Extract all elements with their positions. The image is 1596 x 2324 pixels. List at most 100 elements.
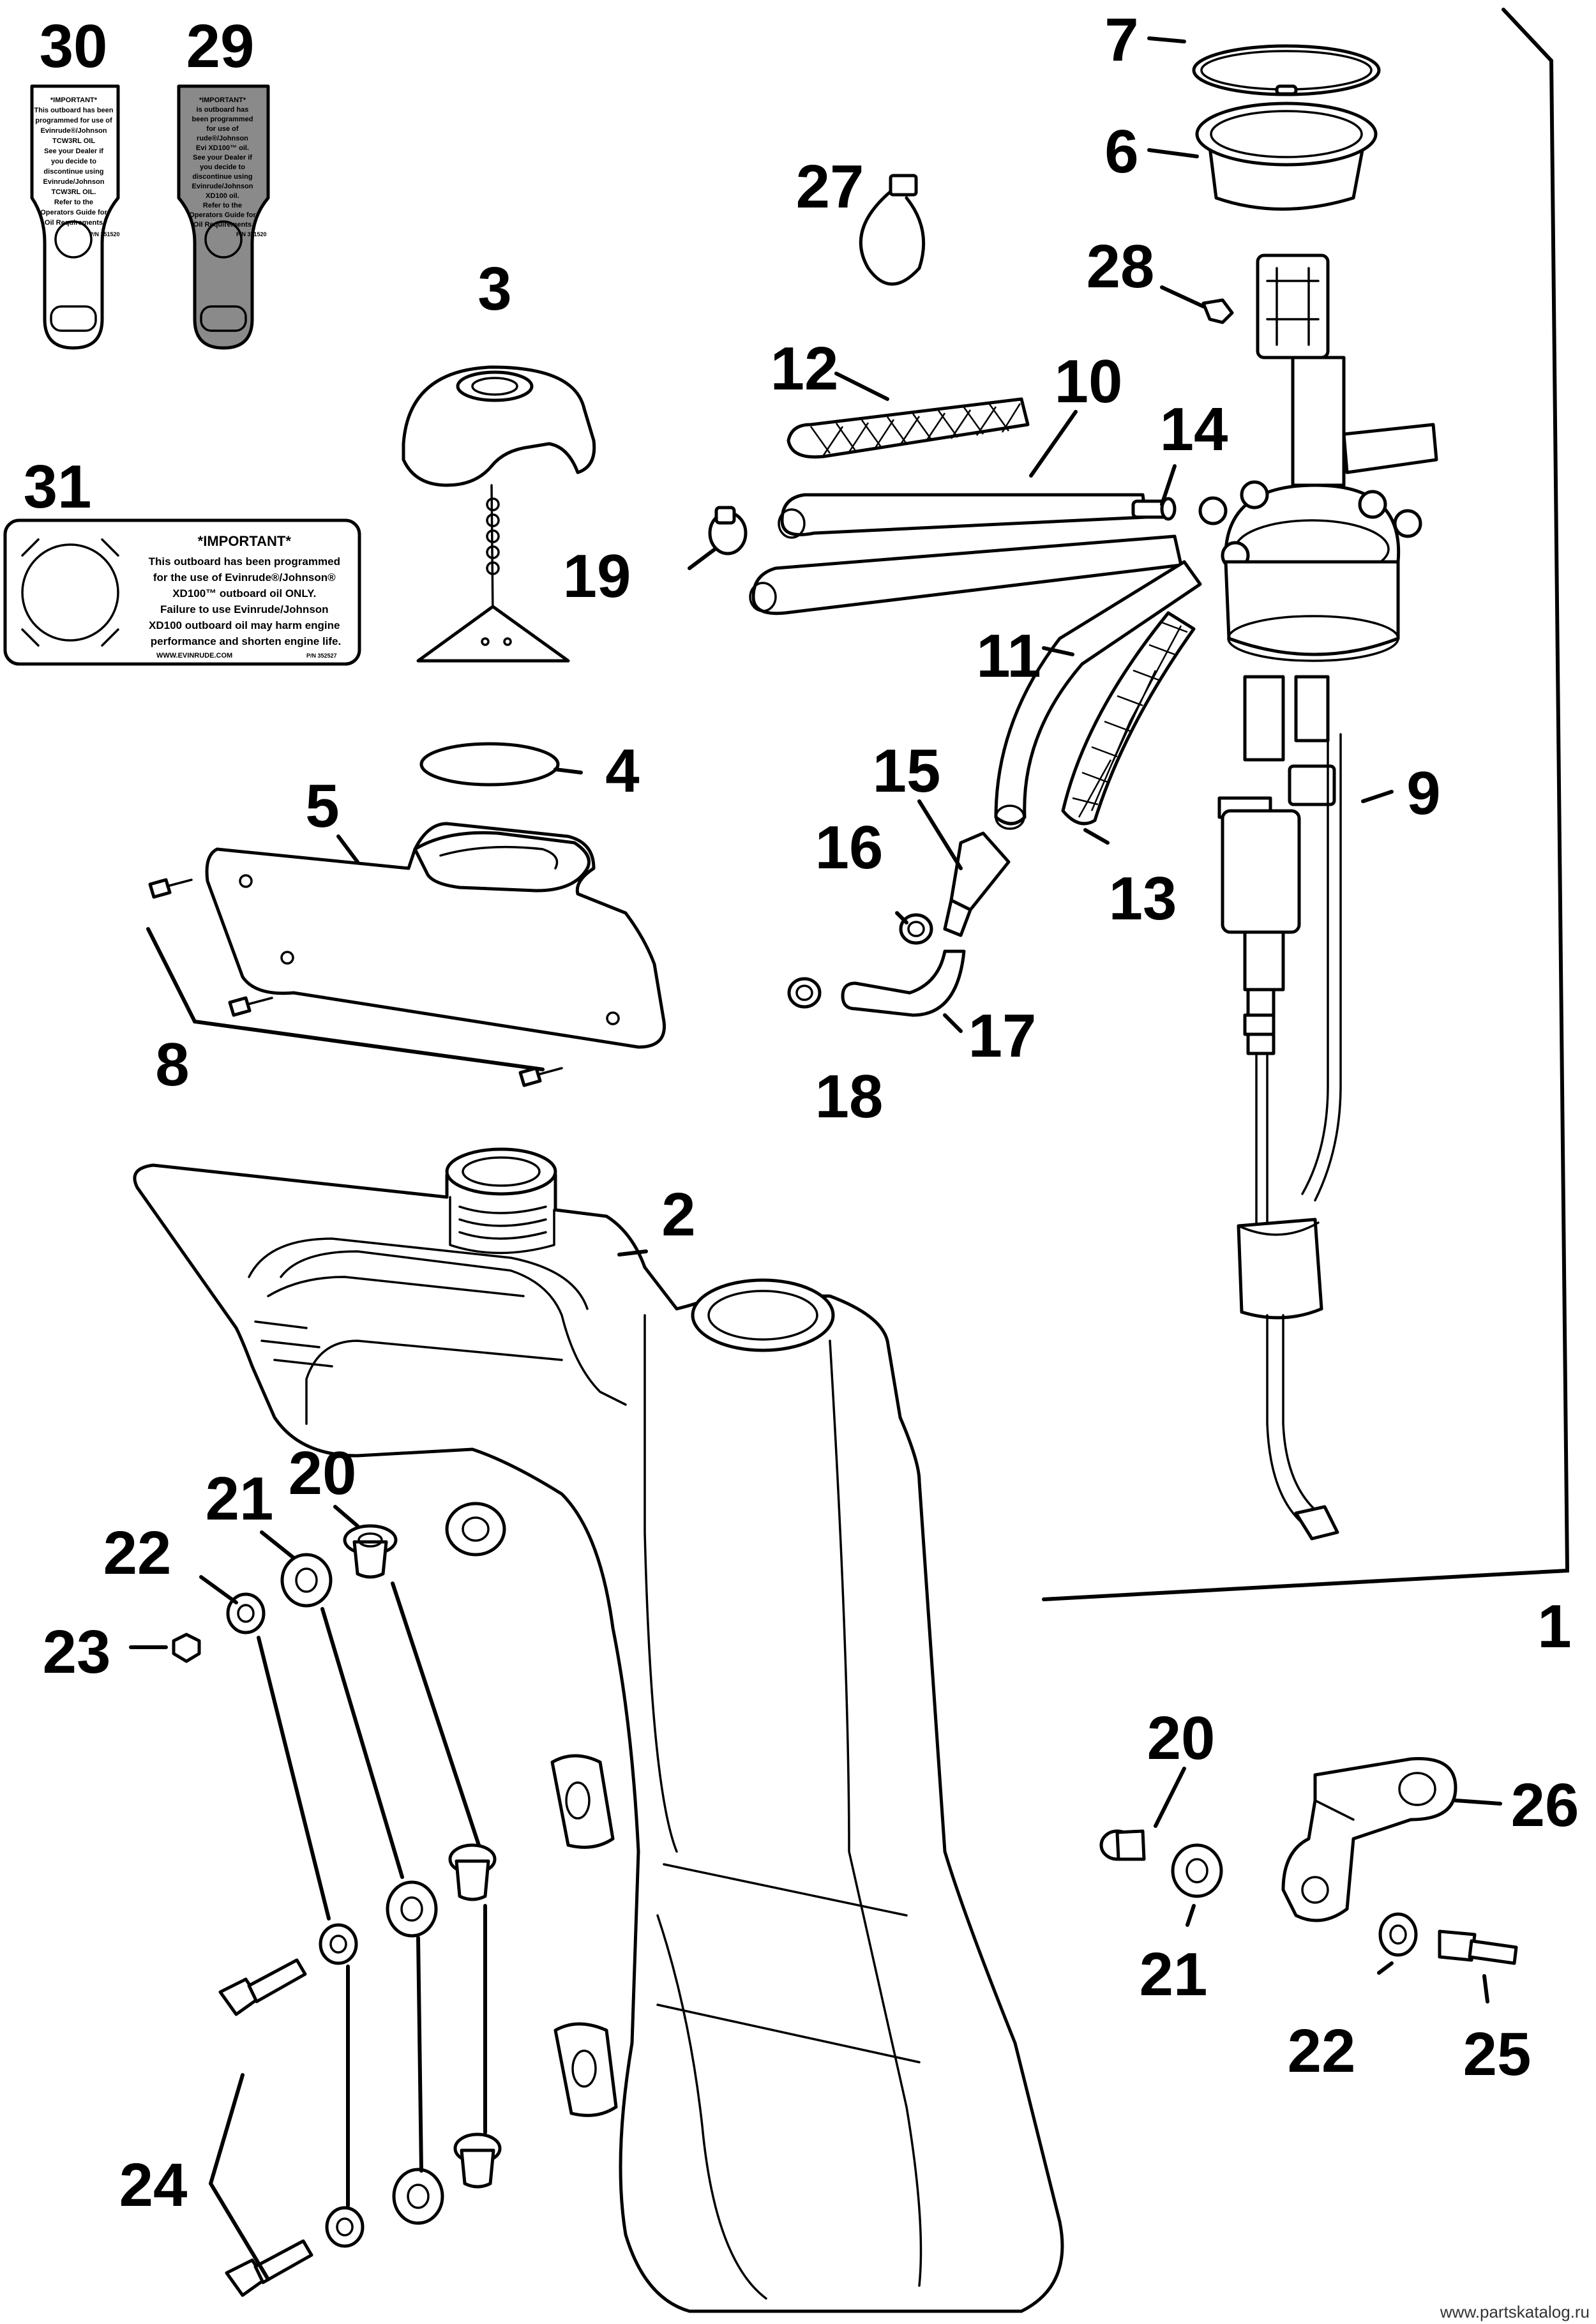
decal30-line8: discontinue using [43,168,103,176]
decal30-line3: programmed for use of [35,117,112,124]
oil-pump-assembly [1198,253,1438,1541]
decal29-line5: rude®/Johnson [197,135,248,142]
washer-right [1378,1912,1418,1957]
decal30-line4: Evinrude®/Johnson [40,127,107,135]
svg-text:*IMPORTANT* This outboar: *IMPORTANT* This outboard has been progr… [34,96,115,227]
svg-text:*IMPORTANT* This outboar: *IMPORTANT* This outboard has been progr… [149,533,343,647]
watermark: www.partskatalog.ru [1440,2302,1590,2321]
washer-left-low [325,2206,365,2248]
callout-23: 23 [43,1618,111,1686]
decal29-line4: for use of [206,125,238,133]
screw-2 [228,996,273,1017]
callout-22-left: 22 [103,1519,172,1587]
bolt-left-upper [218,1958,307,2016]
decal30-line2: This outboard has been [34,107,113,114]
bolt-right [1438,1929,1518,1965]
pump-cup [1195,102,1378,211]
callout-25: 25 [1463,2020,1532,2088]
assembly-1-bracket [1042,8,1570,1601]
svg-text:*IMPORTANT* is outboard: *IMPORTANT* is outboard has been program… [189,96,258,229]
grommet-sleeve-left-low [453,2132,502,2189]
screw-3 [518,1066,563,1087]
mesh-sleeve-upper [787,397,1030,459]
decal29-line11: XD100 oil. [206,192,239,200]
decal29-line6: Evi XD100™ oil. [196,144,249,152]
callout-29: 29 [186,12,255,80]
callout-17: 17 [968,1002,1037,1070]
cable-strap [859,174,926,286]
hose-connector [943,831,1011,937]
decal29-line3: been programmed [192,116,253,123]
callout-16: 16 [815,813,884,882]
callout-7: 7 [1104,6,1138,74]
o-ring [419,742,560,787]
screws-leader [146,927,545,1071]
decal30-line12: Operators Guide for [40,209,107,216]
decal31-line4: XD100™ outboard oil ONLY. [172,587,316,600]
grommet-sleeve-left-top [343,1524,398,1579]
callout-28: 28 [1087,232,1155,301]
callout-leaders [129,36,1502,2281]
plug [1131,497,1177,521]
decal29-line10: Evinrude/Johnson [192,183,253,190]
decal29-line9: discontinue using [192,173,252,181]
mesh-sleeve-lower [1061,611,1196,826]
decal31-line1: *IMPORTANT* [198,533,292,549]
callout-3: 3 [478,255,511,323]
callout-9: 9 [1406,759,1440,827]
callout-5: 5 [305,772,339,840]
callout-21-right: 21 [1140,1940,1208,2009]
grommet-right [1171,1843,1223,1898]
callout-1: 1 [1537,1592,1571,1661]
callout-6: 6 [1104,117,1138,186]
callout-20-right: 20 [1147,1704,1216,1772]
screw-1 [148,878,193,899]
callout-20-left: 20 [289,1439,357,1507]
callout-24: 24 [119,2151,188,2219]
callout-12: 12 [771,335,839,403]
decal30-line5: TCW3RL OIL [52,137,95,145]
callout-15: 15 [873,737,941,805]
decal31-part-number: P/N 352527 [306,653,337,659]
grommet-left-low [392,2168,444,2225]
decal30-line1: *IMPORTANT* [50,96,98,104]
decal30-line9: Evinrude/Johnson [43,178,104,186]
hose-pair [749,493,1183,615]
hose-clamp-16 [899,913,933,945]
decal31-line6: XD100 outboard oil may harm engine [149,619,340,631]
decal30-line7: you decide to [51,158,96,165]
screws [146,878,563,1087]
callout-26: 26 [1511,1771,1579,1839]
decal-29: *IMPORTANT* is outboard has been program… [177,84,270,350]
callout-31: 31 [24,453,92,521]
grommet-sleeve-left-mid [448,1843,497,1901]
hose-11 [994,560,1202,830]
wire-clip [1201,298,1234,324]
decal29-part-number: P/N 351520 [236,231,267,238]
callout-11: 11 [976,622,1041,690]
decal30-line11: Refer to the [54,199,93,206]
elbow-hose [841,949,966,1017]
callout-10: 10 [1055,347,1123,416]
callout-8: 8 [155,1030,189,1099]
callout-18: 18 [815,1062,884,1131]
cover-plate [205,822,666,1049]
callout-21-left: 21 [206,1465,274,1533]
grommet-left-top [280,1553,333,1608]
callout-19: 19 [563,542,631,610]
decal29-line8: you decide to [200,163,245,171]
hose-clamp-19 [708,506,748,555]
oil-tank [133,1147,1064,2313]
callout-14: 14 [1160,395,1228,464]
retaining-ring [1192,44,1381,96]
decal29-line13: Operators Guide for [189,211,256,219]
bolt-left-lower [225,2239,313,2297]
decal29-line1: *IMPORTANT* [199,96,246,104]
decal-30: *IMPORTANT* This outboard has been progr… [30,84,120,350]
decal31-line2: This outboard has been programmed [149,555,340,568]
mounting-bracket [1281,1757,1457,1922]
callout-27: 27 [796,153,864,221]
grommet-sleeve-right [1099,1829,1146,1861]
callout-30: 30 [40,12,108,80]
